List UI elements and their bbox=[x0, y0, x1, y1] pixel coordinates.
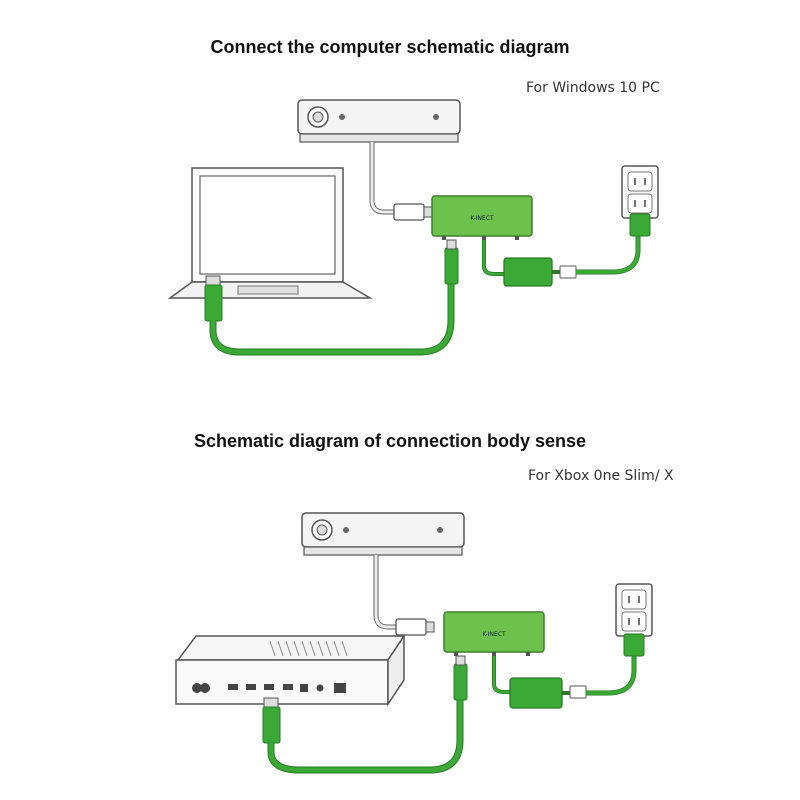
diagram1-title: Connect the computer schematic diagram bbox=[210, 37, 570, 57]
usb-plug-icon bbox=[262, 697, 281, 744]
hub-label: K-INECT bbox=[482, 631, 506, 638]
power-adapter-icon bbox=[509, 677, 563, 709]
usb-plug-icon bbox=[204, 275, 223, 322]
diagram2-title: Schematic diagram of connection body sen… bbox=[193, 431, 587, 451]
diagram1-subtitle: For Windows 10 PC bbox=[526, 80, 660, 96]
usb-plug-icon bbox=[453, 663, 468, 701]
xbox-console-icon bbox=[175, 633, 406, 707]
kinect-sensor-icon bbox=[301, 512, 465, 556]
kinect-plug-icon bbox=[395, 618, 427, 636]
usb-plug-icon bbox=[444, 247, 459, 285]
power-outlet-icon bbox=[621, 165, 659, 237]
power-adapter-icon bbox=[503, 257, 553, 287]
kinect-plug-icon bbox=[393, 203, 425, 221]
diagram2: K-INECT bbox=[175, 512, 653, 774]
kinect-sensor-icon bbox=[297, 99, 461, 143]
diagram1: K-INECT bbox=[167, 99, 659, 356]
diagram2-subtitle: For Xbox 0ne Slim/ X bbox=[528, 468, 674, 484]
kinect-adapter-hub: K-INECT bbox=[443, 611, 545, 656]
kinect-adapter-hub: K-INECT bbox=[431, 195, 533, 240]
power-outlet-icon bbox=[615, 583, 653, 657]
laptop-icon bbox=[167, 167, 373, 299]
hub-label: K-INECT bbox=[470, 215, 494, 222]
